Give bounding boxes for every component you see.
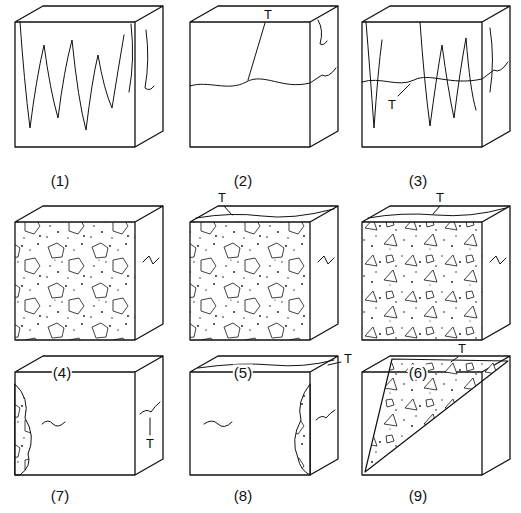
cube-3 xyxy=(362,6,510,147)
cube-2 xyxy=(190,6,338,147)
figure-number: (5) xyxy=(233,365,253,380)
cube-8 xyxy=(190,356,338,475)
cube-5 xyxy=(190,206,338,340)
leader-lines xyxy=(150,23,458,435)
figure-number: (4) xyxy=(52,365,72,380)
crack-label: T xyxy=(387,98,397,111)
figure-number: (2) xyxy=(233,173,253,188)
figure-number: (8) xyxy=(233,488,253,503)
figure-number: (1) xyxy=(50,173,70,188)
cube-6 xyxy=(362,206,510,340)
cube-7 xyxy=(15,356,163,475)
figure-number: (6) xyxy=(408,365,428,380)
crack-label: T xyxy=(457,342,467,355)
crack-label: T xyxy=(263,8,273,21)
crack-label: T xyxy=(145,437,155,450)
figure-number: (3) xyxy=(408,173,428,188)
cube-9 xyxy=(362,356,510,475)
cube-1 xyxy=(15,6,163,147)
figure-number: (7) xyxy=(50,488,70,503)
crack-label: T xyxy=(435,191,445,204)
crack-label: T xyxy=(217,191,227,204)
crack-label: T xyxy=(343,352,353,365)
cube-4 xyxy=(15,206,163,340)
figure-number: (9) xyxy=(408,488,428,503)
